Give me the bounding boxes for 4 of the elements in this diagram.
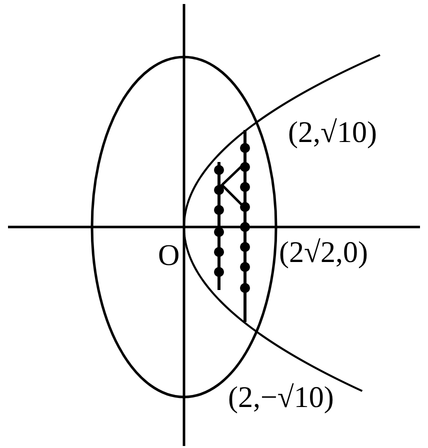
point-label: (2,√10) — [288, 118, 377, 148]
point-label: (2,−√10) — [228, 383, 334, 413]
origin-label: O — [158, 241, 180, 271]
point-label: (2√2,0) — [279, 238, 368, 268]
